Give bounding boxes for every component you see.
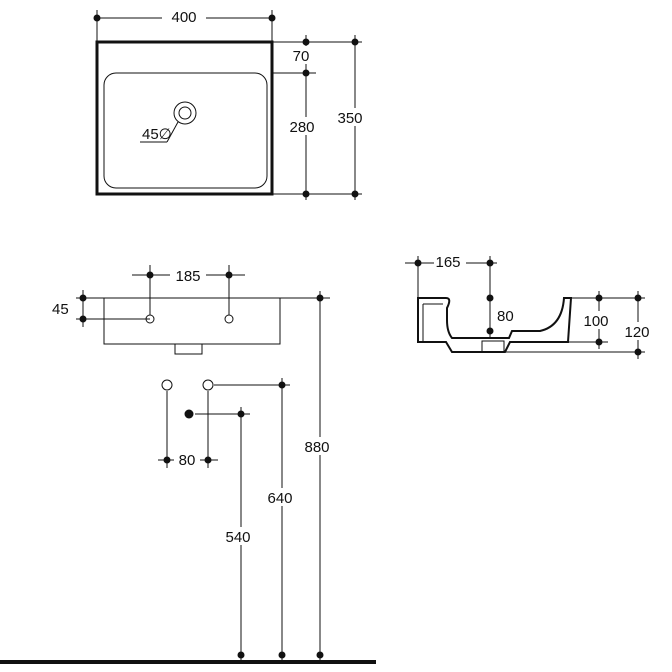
dim-dot [225, 271, 233, 279]
drain-leader [166, 121, 179, 143]
dim-dot [486, 294, 494, 302]
dim-dot [237, 410, 245, 418]
dim-dot [79, 294, 87, 302]
dim-dot [268, 14, 276, 22]
drain-inner [178, 106, 192, 120]
front-view: 185 45 880 640 540 [0, 265, 376, 664]
dim-dot [302, 38, 310, 46]
dim-dot [204, 456, 212, 464]
dim-label-width: 400 [171, 9, 196, 26]
dim-label-drain: 45∅ [142, 126, 172, 143]
dim-label-bowl-depth: 80 [497, 308, 514, 325]
side-waste-outlet [481, 340, 505, 353]
side-view: 165 80 100 120 [405, 253, 655, 359]
dim-label-rim: 70 [293, 48, 310, 65]
dim-label-waste-height: 540 [225, 529, 250, 546]
dim-dot [302, 190, 310, 198]
dim-dot [595, 338, 603, 346]
dim-label-supply-spacing: 80 [179, 452, 196, 469]
dim-dot [486, 327, 494, 335]
dim-label-rim-height: 880 [304, 439, 329, 456]
tap-hole-right [224, 314, 234, 324]
basin-bowl-top [103, 72, 268, 189]
top-view: 400 70 280 350 45∅ [93, 6, 370, 200]
dim-label-tap-spacing: 185 [175, 268, 200, 285]
dim-dot [634, 294, 642, 302]
dim-dot [163, 456, 171, 464]
basin-side-outline [417, 297, 573, 353]
supply-hole-right [202, 379, 214, 391]
waste-outlet [174, 343, 203, 355]
dim-dot [634, 348, 642, 356]
dim-dot [414, 259, 422, 267]
dim-label-tap-depth: 165 [435, 254, 460, 271]
dim-dot [316, 651, 324, 659]
supply-hole-left [161, 379, 173, 391]
dim-dot [595, 294, 603, 302]
dim-label-total-height: 120 [624, 324, 649, 341]
dim-dot [278, 651, 286, 659]
drain-outer [173, 101, 197, 125]
dim-dot [79, 315, 87, 323]
dim-dot [237, 651, 245, 659]
dim-dot [486, 259, 494, 267]
dim-label-basin-height: 100 [583, 313, 608, 330]
dim-label-supply-height: 640 [267, 490, 292, 507]
dim-dot [302, 69, 310, 77]
basin-front [103, 297, 281, 345]
dim-dot [93, 14, 101, 22]
dim-dot [278, 381, 286, 389]
dim-dot [316, 294, 324, 302]
basin-outline-top [95, 40, 274, 196]
dim-label-bowl-depth: 280 [289, 119, 314, 136]
dim-dot [351, 38, 359, 46]
dim-dot [351, 190, 359, 198]
dim-label-tap-offset: 45 [52, 301, 69, 318]
dim-dot [146, 271, 154, 279]
dim-label-total-depth: 350 [337, 110, 362, 127]
waste-connection-dot [184, 409, 194, 419]
